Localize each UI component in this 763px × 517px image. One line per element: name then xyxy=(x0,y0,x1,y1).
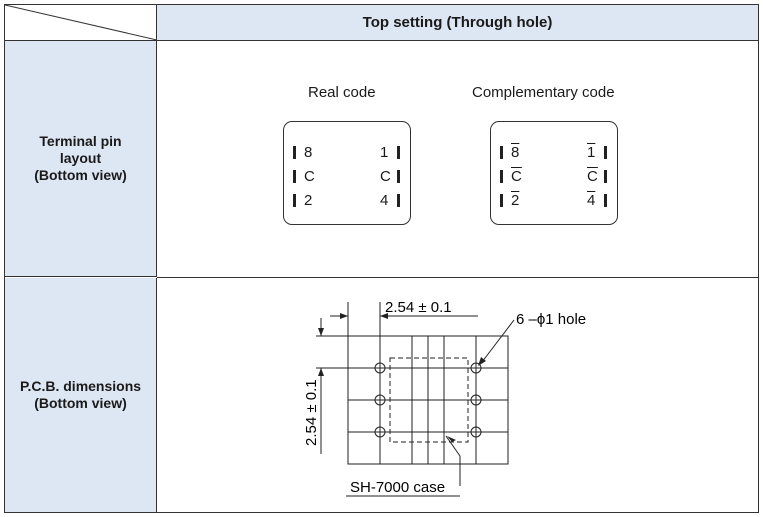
row-divider xyxy=(157,277,758,278)
row-label-line: Terminal pin xyxy=(39,133,122,149)
row-label-line: (Bottom view) xyxy=(34,167,127,183)
pin-bar xyxy=(500,194,503,207)
pin-label: 1 xyxy=(587,144,596,161)
pin-bar xyxy=(500,170,503,183)
pitch-h-label: 2.54 ± 0.1 xyxy=(385,299,452,316)
pin-bar xyxy=(604,194,607,207)
pin-bar xyxy=(500,146,503,159)
pin-bar xyxy=(604,170,607,183)
pin-bar xyxy=(293,170,296,183)
pin-bar xyxy=(397,146,400,159)
pin-label: C xyxy=(304,168,315,185)
real-code-switch: 8 C 2 1 C 4 xyxy=(283,121,411,225)
header-row: Top setting (Through hole) xyxy=(5,5,758,41)
header-title: Top setting (Through hole) xyxy=(157,5,758,40)
pin-label: 2 xyxy=(511,192,520,209)
pin-label: C xyxy=(587,168,598,185)
complementary-code-switch: 8 C 2 1 C 4 xyxy=(490,121,618,225)
pin-bar xyxy=(604,146,607,159)
hole-marks xyxy=(372,360,484,440)
pin-bar xyxy=(293,146,296,159)
pin-label: 4 xyxy=(587,192,596,209)
terminal-layout-cell: Real code Complementary code 8 C 2 1 C 4… xyxy=(158,41,758,277)
complementary-code-caption: Complementary code xyxy=(472,84,615,101)
row-label-pcb: P.C.B. dimensions (Bottom view) xyxy=(5,278,157,512)
case-outline xyxy=(389,357,469,443)
pin-label: 4 xyxy=(380,192,389,209)
pcb-dimensions-cell: 2.54 ± 0.1 6 –ϕ1 hole 2.54 ± 0.1 SH-7000… xyxy=(158,278,758,512)
pin-label: 1 xyxy=(380,144,389,161)
corner-cell xyxy=(5,5,157,40)
row-label-line: layout xyxy=(59,150,102,166)
real-code-caption: Real code xyxy=(308,84,376,101)
pin-bar xyxy=(293,194,296,207)
pcb-drawing: 2.54 ± 0.1 6 –ϕ1 hole 2.54 ± 0.1 SH-7000… xyxy=(303,299,586,497)
pitch-v-label: 2.54 ± 0.1 xyxy=(303,379,320,446)
hole-label: 6 –ϕ1 hole xyxy=(516,311,586,328)
pin-label: 8 xyxy=(511,144,520,161)
row-label-terminal: Terminal pin layout (Bottom view) xyxy=(5,41,157,277)
pin-label: C xyxy=(380,168,391,185)
pin-bar xyxy=(397,170,400,183)
pin-label: 8 xyxy=(304,144,313,161)
pin-bar xyxy=(397,194,400,207)
pin-label: C xyxy=(511,168,522,185)
case-label: SH-7000 case xyxy=(350,479,445,496)
row-label-line: P.C.B. dimensions xyxy=(19,378,142,394)
pin-label: 2 xyxy=(304,192,313,209)
spec-table: Top setting (Through hole) Terminal pin … xyxy=(4,4,759,513)
row-label-line: (Bottom view) xyxy=(34,395,127,411)
diagonal-line xyxy=(5,5,157,40)
